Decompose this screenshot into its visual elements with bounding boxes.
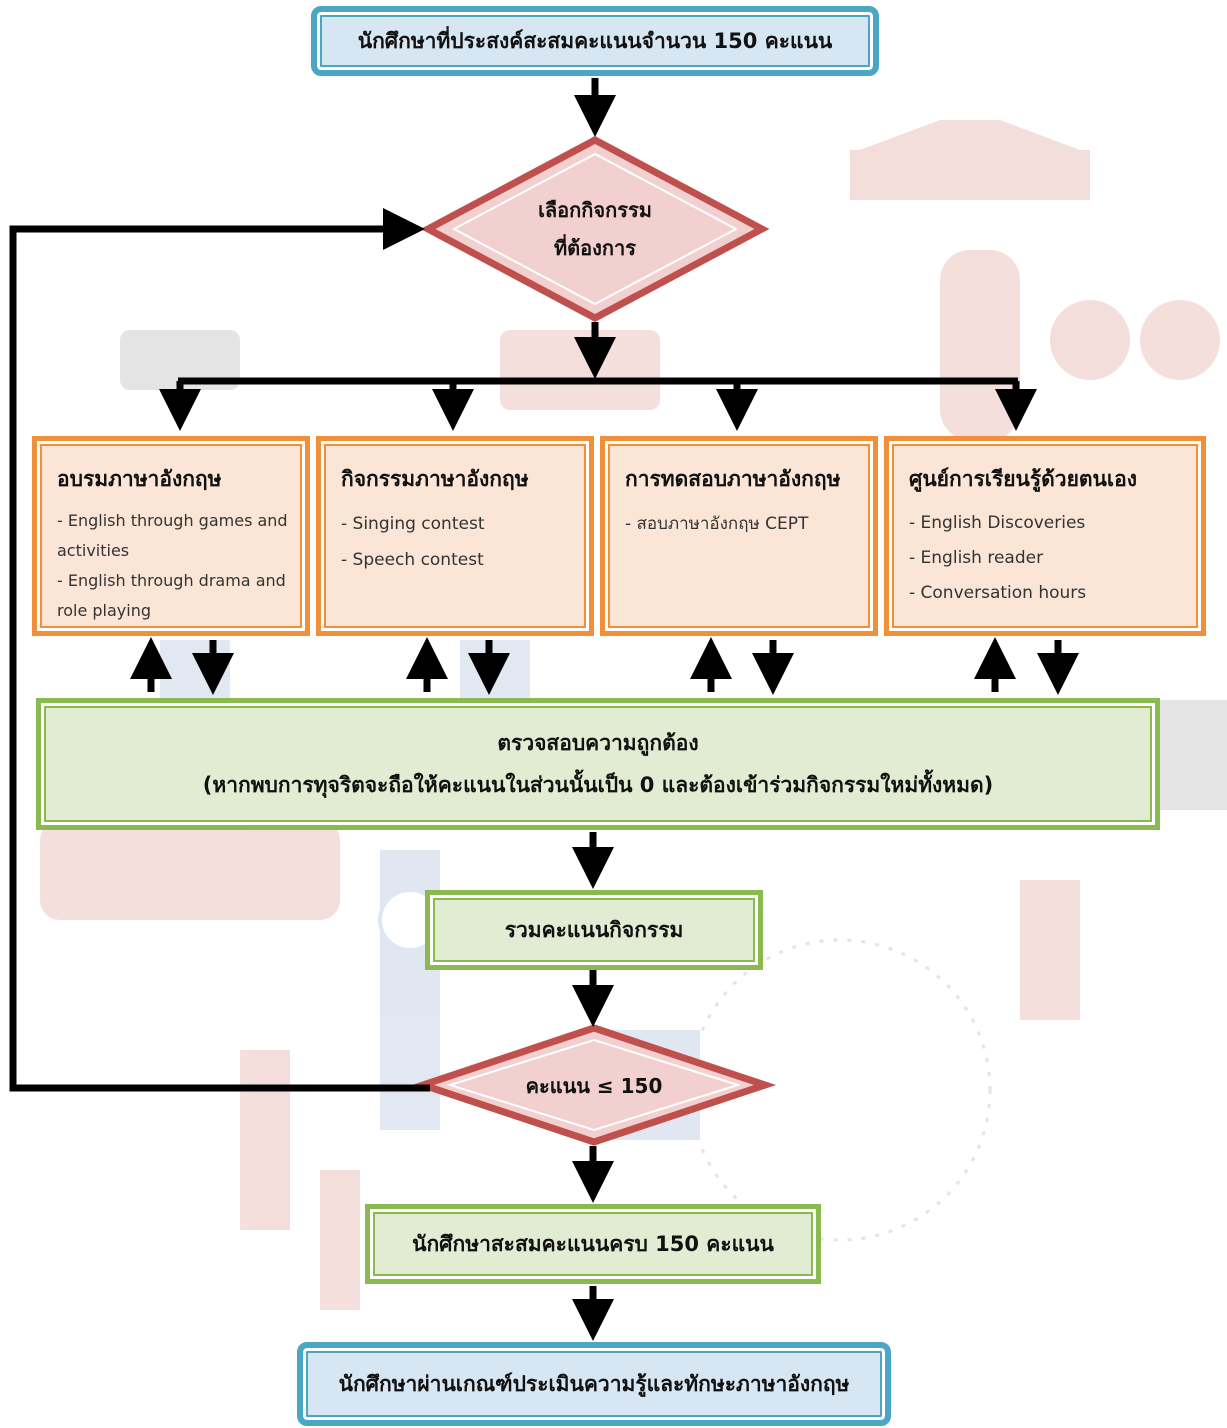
start-box: นักศึกษาที่ประสงค์สะสมคะแนนจำนวน 150 คะแ…: [311, 6, 879, 76]
activity-item: - English reader: [909, 548, 1044, 568]
activity-item: - English Discoveries: [909, 513, 1086, 533]
activity-title: กิจกรรมภาษาอังกฤษ: [341, 467, 529, 491]
activity-box-english-activities: กิจกรรมภาษาอังกฤษ - Singing contest - Sp…: [316, 436, 594, 636]
activity-item: - Speech contest: [341, 550, 484, 570]
decision-select-label: เลือกกิจกรรม ที่ต้องการ: [475, 190, 715, 268]
activity-item: - Conversation hours: [909, 583, 1087, 603]
end-text: นักศึกษาผ่านเกณฑ์ประเมินความรู้และทักษะภ…: [338, 1371, 850, 1396]
decision-select-line2: ที่ต้องการ: [553, 236, 637, 260]
start-text: นักศึกษาที่ประสงค์สะสมคะแนนจำนวน 150 คะแ…: [357, 28, 833, 53]
activity-item: activities: [57, 541, 130, 560]
sum-scores-box: รวมคะแนนกิจกรรม: [425, 890, 763, 970]
activity-title: อบรมภาษาอังกฤษ: [57, 467, 222, 491]
activity-item: role playing: [57, 601, 152, 620]
accumulated-text: นักศึกษาสะสมคะแนนครบ 150 คะแนน: [412, 1231, 774, 1256]
end-box: นักศึกษาผ่านเกณฑ์ประเมินความรู้และทักษะภ…: [297, 1342, 891, 1426]
activity-box-self-learning: ศูนย์การเรียนรู้ด้วยตนเอง - English Disc…: [884, 436, 1206, 636]
activity-box-training: อบรมภาษาอังกฤษ - English through games a…: [32, 436, 310, 636]
decision-score-label: คะแนน ≤ 150: [494, 1066, 694, 1106]
activity-item: - English through games and: [57, 511, 288, 530]
activity-item: - English through drama and: [57, 571, 286, 590]
activity-box-english-test: การทดสอบภาษาอังกฤษ - สอบภาษาอังกฤษ CEPT: [600, 436, 878, 636]
decision-score-text: คะแนน ≤ 150: [525, 1074, 663, 1098]
decision-score-diamond: [411, 1024, 777, 1146]
activity-title: การทดสอบภาษาอังกฤษ: [625, 467, 841, 491]
loop-back-connector: [9, 208, 430, 1092]
activity-item: - สอบภาษาอังกฤษ CEPT: [625, 514, 809, 534]
verify-note: (หากพบการทุจริตจะถือให้คะแนนในส่วนนั้นเป…: [202, 773, 994, 797]
accumulated-box: นักศึกษาสะสมคะแนนครบ 150 คะแนน: [365, 1204, 821, 1284]
verify-box: ตรวจสอบความถูกต้อง (หากพบการทุจริตจะถือใ…: [36, 698, 1160, 830]
activity-item: - Singing contest: [341, 514, 485, 534]
verify-title: ตรวจสอบความถูกต้อง: [497, 731, 699, 755]
activity-title: ศูนย์การเรียนรู้ด้วยตนเอง: [909, 467, 1137, 491]
decision-select-line1: เลือกกิจกรรม: [538, 198, 652, 222]
connectors: [9, 78, 1079, 1341]
sum-scores-text: รวมคะแนนกิจกรรม: [504, 917, 684, 942]
decision-select-activity-diamond: [420, 136, 770, 322]
